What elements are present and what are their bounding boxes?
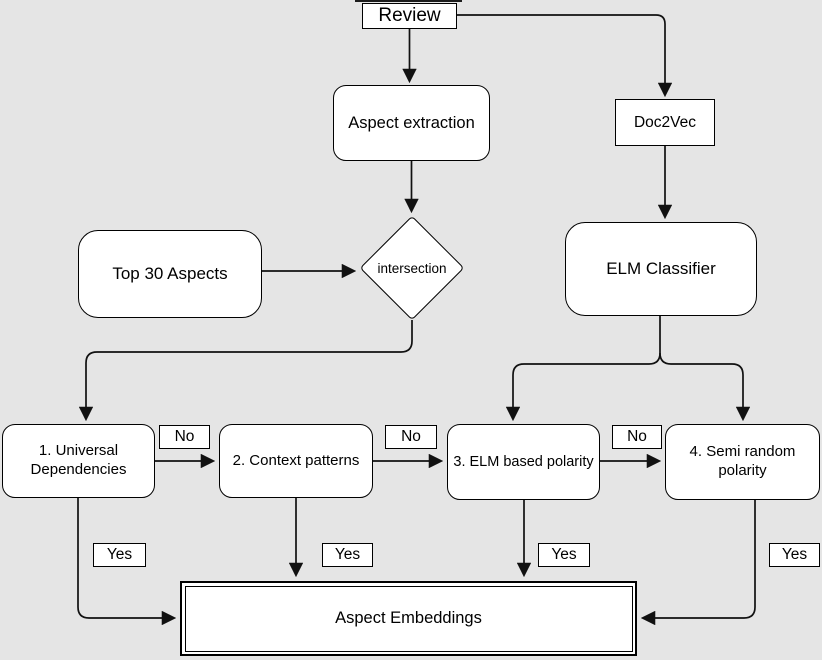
node-aspect-embeddings: Aspect Embeddings xyxy=(180,581,637,656)
edge-label-no-2: No xyxy=(385,425,437,449)
edge-label-no-3: No xyxy=(612,425,662,449)
node-step3-label: 3. ELM based polarity xyxy=(453,453,594,470)
edge-label-no-1: No xyxy=(159,425,210,449)
node-step1-universal-dependencies: 1. Universal Dependencies xyxy=(2,424,155,498)
edge-step4-embeddings xyxy=(640,500,756,626)
edge-elm-step3 xyxy=(505,316,661,422)
edge-label-no-3-text: No xyxy=(627,428,647,445)
edge-label-no-2-text: No xyxy=(401,428,421,445)
node-review: Review xyxy=(362,3,457,29)
node-intersection-label: intersection xyxy=(377,260,447,276)
top-crop-artifact xyxy=(355,0,462,2)
node-elm-classifier: ELM Classifier xyxy=(565,222,757,316)
node-step4-semi-random-polarity: 4. Semi random polarity xyxy=(665,424,820,500)
node-top-30-aspects: Top 30 Aspects xyxy=(78,230,262,318)
node-step4-label: 4. Semi random polarity xyxy=(689,443,796,479)
node-intersection: intersection xyxy=(360,216,464,320)
node-doc2vec-label: Doc2Vec xyxy=(633,113,697,131)
node-aspect-extraction: Aspect extraction xyxy=(333,85,490,161)
node-step3-elm-based-polarity: 3. ELM based polarity xyxy=(447,424,600,500)
edge-elm-step4 xyxy=(659,352,751,422)
edge-label-yes-1: Yes xyxy=(93,543,146,567)
edge-label-yes-3: Yes xyxy=(538,543,590,567)
edge-intersection-step1 xyxy=(78,320,413,422)
edge-step1-embeddings xyxy=(77,498,177,626)
node-aspect-extraction-label: Aspect extraction xyxy=(348,113,475,132)
node-step1-label: 1. Universal Dependencies xyxy=(30,442,127,478)
edge-label-yes-1-text: Yes xyxy=(106,546,133,563)
edge-label-yes-2: Yes xyxy=(322,543,373,567)
node-aspect-embeddings-inner: Aspect Embeddings xyxy=(184,585,633,652)
edge-label-yes-3-text: Yes xyxy=(551,546,577,563)
edge-label-yes-4: Yes xyxy=(769,543,820,567)
edge-label-yes-2-text: Yes xyxy=(334,546,361,563)
edge-label-no-1-text: No xyxy=(174,428,195,445)
edge-review-doc2vec xyxy=(457,14,673,98)
node-step2-label: 2. Context patterns xyxy=(232,451,360,469)
node-elm-classifier-label: ELM Classifier xyxy=(606,259,716,279)
node-doc2vec: Doc2Vec xyxy=(615,99,715,146)
node-review-label: Review xyxy=(378,5,441,27)
node-aspect-embeddings-label: Aspect Embeddings xyxy=(335,609,482,627)
node-top-30-aspects-label: Top 30 Aspects xyxy=(112,264,228,284)
edge-label-yes-4-text: Yes xyxy=(781,546,808,563)
node-step2-context-patterns: 2. Context patterns xyxy=(219,424,373,498)
